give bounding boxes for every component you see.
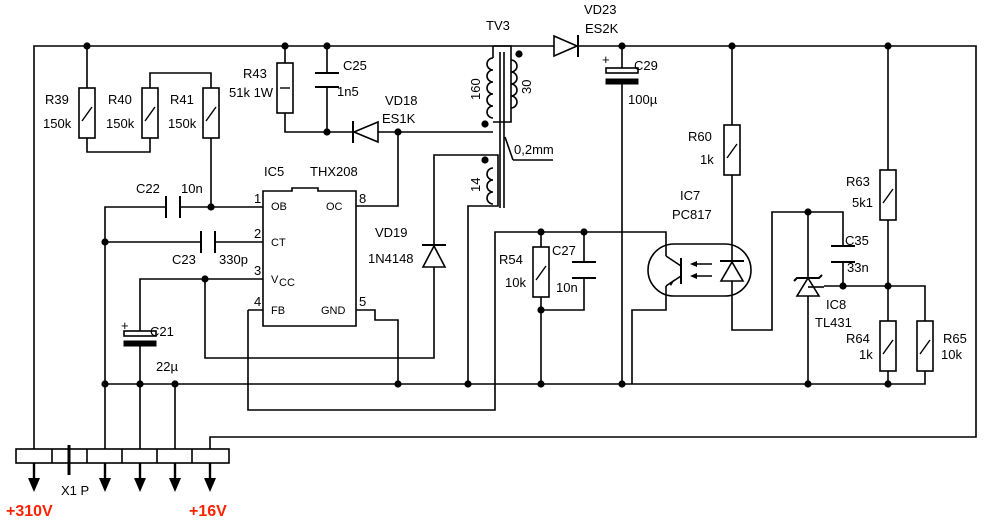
capacitor-c27: C27 10n (552, 243, 596, 295)
ic5-pin3: 3 (254, 263, 261, 278)
resistor-r39: R39 150k (43, 87, 96, 139)
ic5-ref: IC5 (264, 164, 284, 179)
c23-value: 330p (219, 252, 248, 267)
r41-value: 150k (168, 116, 197, 131)
ic5-ct-label: CT (271, 237, 286, 249)
x1-ref: X1 P (61, 483, 89, 498)
resistor-r63: R63 5k1 (846, 169, 897, 221)
vd19-value: 1N4148 (368, 251, 414, 266)
tv3-wire-spec: 0,2mm (514, 142, 554, 157)
ic7-ref: IC7 (680, 188, 700, 203)
capacitor-c21: + C21 22µ (121, 318, 178, 374)
ic8-ref: IC8 (826, 297, 846, 312)
c29-value: 100µ (628, 92, 658, 107)
label-plus16v: +16V (189, 503, 227, 520)
r64-value: 1k (859, 347, 873, 362)
c25-value: 1n5 (337, 84, 359, 99)
ic5-fb-label: FB (271, 305, 285, 317)
vd23-value: ES2K (585, 21, 619, 36)
vd19-ref: VD19 (375, 225, 408, 240)
r43-value: 51k 1W (229, 85, 274, 100)
r64-ref: R64 (846, 331, 870, 346)
ic7-part: PC817 (672, 207, 712, 222)
junction-dots (83, 42, 892, 388)
r40-value: 150k (106, 116, 135, 131)
vd18-ref: VD18 (385, 93, 418, 108)
r39-ref: R39 (45, 92, 69, 107)
diode-vd23: VD23 ES2K (553, 2, 619, 58)
r43-ref: R43 (243, 66, 267, 81)
vd23-ref: VD23 (584, 2, 617, 17)
c22-value: 10n (181, 181, 203, 196)
tv3-primary-turns: 160 (468, 78, 483, 100)
r63-value: 5k1 (852, 195, 873, 210)
ic5-pin5: 5 (359, 294, 366, 309)
r63-ref: R63 (846, 174, 870, 189)
r40-ref: R40 (108, 92, 132, 107)
connector-x1: X1 P +310V +16V (6, 445, 230, 520)
c27-ref: C27 (552, 243, 576, 258)
r54-value: 10k (505, 275, 526, 290)
ic5-gnd-label: GND (321, 305, 346, 317)
tv3-aux-turns: 14 (468, 178, 483, 192)
c29-ref: C29 (634, 58, 658, 73)
label-plus310v: +310V (6, 503, 53, 520)
c25-ref: C25 (343, 58, 367, 73)
resistor-r43: R43 51k 1W (229, 62, 294, 114)
ic5-pin4: 4 (254, 294, 261, 309)
c23-ref: C23 (172, 252, 196, 267)
c22-ref: C22 (136, 181, 160, 196)
r41-ref: R41 (170, 92, 194, 107)
capacitor-c29: + C29 100µ (602, 52, 658, 107)
resistor-r64: R64 1k (846, 320, 897, 372)
c27-value: 10n (556, 280, 578, 295)
r54-ref: R54 (499, 252, 523, 267)
ic5-pin2: 2 (254, 226, 261, 241)
tv3-secondary-turns: 30 (519, 80, 534, 94)
c21-polarity: + (121, 318, 129, 333)
ic5-ob-label: OB (271, 201, 287, 213)
ic5-thx208: IC5 THX208 1 2 3 4 5 8 OB CT V CC FB OC … (254, 164, 366, 327)
capacitor-c22: C22 10n (136, 181, 203, 218)
c35-value: 33n (847, 260, 869, 275)
resistor-r41: R41 150k (168, 87, 220, 139)
capacitor-c23: C23 330p (172, 231, 248, 267)
vd18-value: ES1K (382, 111, 416, 126)
connector-arrows (28, 463, 216, 492)
ic7-pc817-optocoupler: IC7 PC817 (647, 188, 752, 297)
ic5-oc-label: OC (326, 201, 343, 213)
diode-vd18: VD18 ES1K (351, 93, 418, 144)
r39-value: 150k (43, 116, 72, 131)
capacitor-c35: C35 33n (831, 233, 869, 275)
resistor-r54: R54 10k (499, 246, 550, 298)
transformer-tv3: TV3 160 30 14 0,2mm (468, 18, 554, 208)
c29-polarity: + (602, 52, 610, 67)
tv3-ref: TV3 (486, 18, 510, 33)
ic5-pin8: 8 (359, 191, 366, 206)
r60-ref: R60 (688, 129, 712, 144)
ic8-tl431: IC8 TL431 (793, 274, 852, 330)
c21-ref: C21 (150, 324, 174, 339)
resistor-r40: R40 150k (106, 87, 159, 139)
ic8-part: TL431 (815, 315, 852, 330)
r60-value: 1k (700, 152, 714, 167)
c21-value: 22µ (156, 359, 178, 374)
r65-value: 10k (941, 347, 962, 362)
ic5-part: THX208 (310, 164, 358, 179)
ic5-vcc-label: V (271, 274, 279, 286)
diode-vd19: VD19 1N4148 (368, 225, 447, 268)
resistor-r65: R65 10k (916, 320, 967, 372)
capacitor-c25: C25 1n5 (315, 58, 367, 99)
r65-ref: R65 (943, 331, 967, 346)
resistor-r60: R60 1k (688, 124, 741, 176)
ic5-vcc-sub: CC (279, 277, 295, 289)
ic5-pin1: 1 (254, 191, 261, 206)
c35-ref: C35 (845, 233, 869, 248)
